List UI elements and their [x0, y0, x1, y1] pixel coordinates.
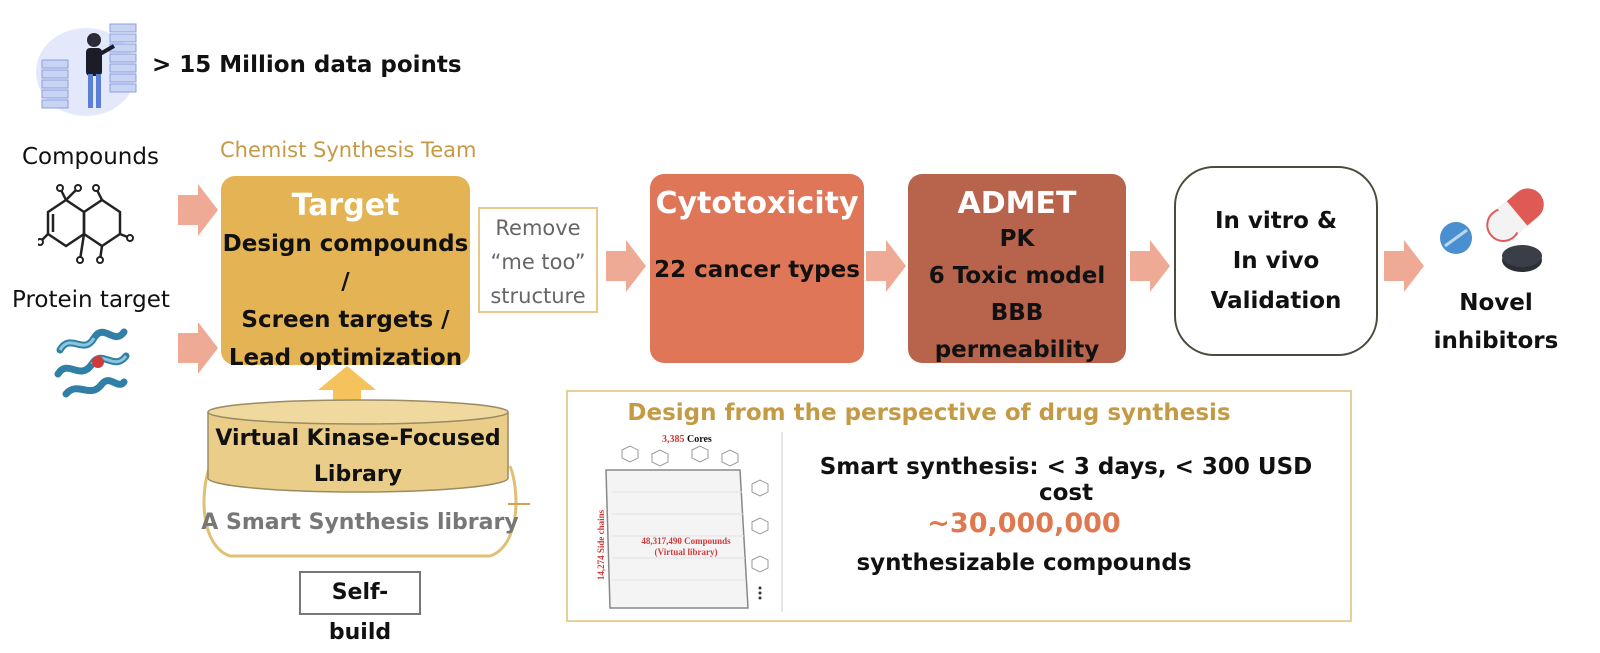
admet-line: BBB permeability [934, 300, 1100, 363]
library-line: Library [313, 462, 403, 487]
input-arrow-compounds [178, 184, 218, 236]
library-line: Virtual Kinase-Focused [215, 426, 501, 451]
inset-cores-label: 3,385 Cores [662, 434, 712, 445]
target-card: Target Design compounds / Screen targets… [221, 176, 470, 371]
library-up-arrow [318, 366, 376, 410]
remove-me-too-box: Remove “me too” structure [478, 207, 598, 313]
compounds-label: Compounds [22, 144, 159, 170]
validation-line: In vivo [1232, 248, 1320, 274]
inset-compounds-sub: (Virtual library) [654, 547, 718, 557]
chemist-team-label: Chemist Synthesis Team [220, 138, 477, 162]
inset-cores-text: Cores [687, 434, 712, 445]
pills-icon [1436, 180, 1552, 276]
flow-arrow-1 [606, 240, 646, 292]
protein-structure-icon [52, 320, 134, 402]
self-build-label: Self-build [299, 571, 421, 645]
design-panel [566, 390, 1352, 622]
smart-synthesis-library-label: A Smart Synthesis library [201, 510, 519, 535]
molecule-icon [36, 180, 134, 266]
inset-cores-value: 3,385 [662, 434, 685, 445]
library-shape [202, 399, 530, 558]
cytotoxicity-title: Cytotoxicity [655, 186, 859, 221]
design-panel-title: Design from the perspective of drug synt… [627, 400, 1231, 426]
inset-side-chains-label: 14,274 Side chains [596, 509, 606, 581]
outcome-line: Novel [1459, 290, 1533, 316]
remove-line: “me too” [490, 250, 586, 274]
flow-arrow-2 [866, 240, 906, 292]
validation-line: In vitro & [1214, 208, 1338, 234]
remove-line: structure [490, 284, 586, 308]
target-body: Design compounds / Screen targets / Lead… [221, 225, 470, 377]
flow-arrow-3 [1130, 240, 1170, 292]
outcome-line: inhibitors [1433, 328, 1559, 354]
compound-count-label: synthesizable compounds [856, 550, 1192, 576]
virtual-library-figure [592, 432, 784, 612]
protein-target-label: Protein target [12, 287, 170, 313]
smart-synthesis-text: Smart synthesis: < 3 days, < 300 USD cos… [819, 454, 1313, 506]
cytotoxicity-card: Cytotoxicity 22 cancer types [650, 174, 864, 363]
novel-inhibitors-label: Novel inhibitors [1420, 284, 1572, 360]
admet-line: 6 Toxic model [928, 263, 1106, 289]
remove-line: Remove [495, 216, 581, 240]
data-illustration-icon [34, 10, 146, 118]
target-line: Screen targets / [241, 307, 450, 333]
cytotoxicity-line: 22 cancer types [654, 257, 860, 283]
target-title: Target [291, 188, 400, 223]
compound-count-value: ~30,000,000 [927, 508, 1121, 539]
inset-compounds-label: 48,317,490 Compounds (Virtual library) [626, 536, 746, 558]
flow-arrow-4 [1384, 240, 1424, 292]
admet-line: PK [999, 226, 1035, 252]
validation-line: Validation [1210, 288, 1342, 314]
admet-body: PK 6 Toxic model BBB permeability [908, 221, 1126, 369]
target-line: Lead optimization [228, 345, 463, 371]
admet-card: ADMET PK 6 Toxic model BBB permeability [908, 174, 1126, 363]
data-points-label: > 15 Million data points [152, 52, 462, 78]
virtual-library-label: Virtual Kinase-Focused Library [208, 421, 508, 493]
target-line: Design compounds / [222, 231, 469, 295]
input-arrow-protein [178, 322, 218, 374]
admet-title: ADMET [957, 186, 1077, 221]
validation-box: In vitro & In vivo Validation [1174, 166, 1378, 356]
inset-compounds-count: 48,317,490 Compounds [641, 536, 731, 546]
